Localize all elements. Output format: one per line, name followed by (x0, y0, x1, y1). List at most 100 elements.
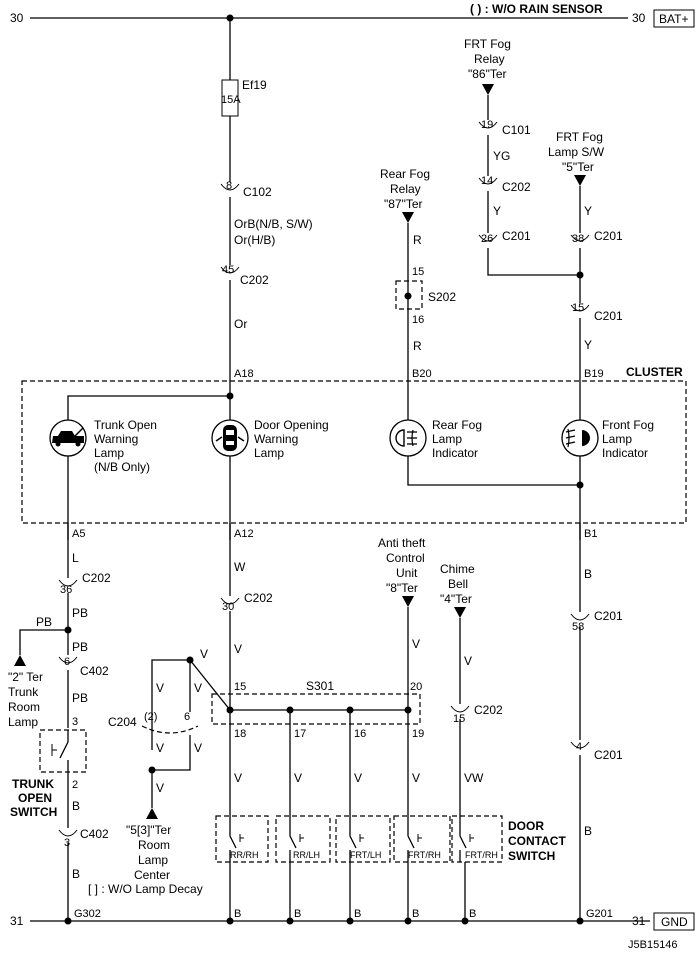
trunk-room-lamp-4: Lamp (8, 715, 38, 729)
lamp-decay-note: [ ] : W/O Lamp Decay (88, 882, 203, 896)
trunk-room-lamp-wire (19, 629, 68, 655)
front-fog-label-1: Front Fog (602, 418, 654, 432)
ground-wire-b-1: B (234, 908, 241, 920)
c204-wire-v-2: V (194, 681, 202, 695)
splice-s202-dot (404, 292, 412, 300)
s301-pin-16: 16 (354, 728, 366, 740)
trunk-lamp-label-2: Warning (94, 432, 138, 446)
room-lamp-loop-wire (151, 659, 231, 750)
door-contact-switch-3 (335, 815, 391, 863)
door-lamp-label-1: Door Opening (254, 418, 329, 432)
trunk-wire-pb-1: PB (72, 606, 88, 620)
cluster-pin-a5: A5 (72, 528, 85, 540)
cluster-pin-a12: A12 (234, 528, 254, 540)
c201-4-pin: 4 (576, 741, 582, 753)
ground-g302-label: G302 (74, 908, 101, 920)
trunk-wire-b2: B (72, 867, 80, 881)
wire-orb-line1: OrB(N/B, S/W) (234, 217, 313, 231)
trunk-room-lamp-3: Room (8, 700, 40, 714)
c201-58-pin: 58 (572, 621, 584, 633)
c204-bottom-wire (152, 735, 191, 771)
c204-wire-v-top: V (200, 647, 208, 661)
c204-wire-v-5: V (156, 781, 164, 795)
trunk-switch-title-2: OPEN (18, 791, 52, 805)
bat-bus-left-number: 30 (10, 11, 24, 25)
c202-14-pin: 14 (481, 175, 493, 187)
chime-wire-v: V (464, 654, 472, 668)
door-contact-switch-4 (393, 815, 451, 863)
door-switch-label-1: RR/RH (230, 850, 259, 860)
door-opening-warning-lamp (211, 419, 249, 457)
chime-arrow (454, 607, 466, 618)
connector-c402-6-arc (58, 656, 78, 664)
c202-30-pin: 30 (222, 601, 234, 613)
trunk-wire-b: B (72, 799, 80, 813)
frt-fog-relay-arrow (482, 84, 494, 95)
cluster-box (21, 380, 687, 524)
door-contact-switch-2 (275, 815, 331, 863)
bat-bus-right-number: 30 (632, 11, 646, 25)
s301-pin-18: 18 (234, 728, 246, 740)
c101-pin: 19 (481, 119, 493, 131)
ground-wire-b-4: B (412, 908, 419, 920)
c202-15-pin: 15 (453, 713, 465, 725)
anti-theft-1: Anti theft (378, 536, 426, 550)
fuse-name: Ef19 (242, 78, 267, 92)
c204-label: C204 (108, 715, 137, 729)
frt-fog-sw-wire-y2: Y (584, 338, 592, 352)
rear-fog-relay-1: Rear Fog (380, 167, 430, 181)
cluster-a18-to-trunk-lamp (67, 395, 230, 420)
trunk-switch-pin-2: 2 (72, 779, 78, 791)
front-fog-label-2: Lamp (602, 432, 632, 446)
car-trunk-icon (52, 427, 84, 447)
connector-c402-3-arc (58, 829, 78, 837)
door-switch-label-3: FRT/LH (350, 850, 381, 860)
door-lamp-label-3: Lamp (254, 446, 284, 460)
splice-s202-label: S202 (428, 290, 456, 304)
anti-theft-3: Unit (396, 566, 418, 580)
s301-wire-v-3: V (354, 771, 362, 785)
c201-58-label: C201 (594, 609, 623, 623)
rear-fog-wire-color-2: R (413, 339, 422, 353)
trunk-switch-contact (51, 730, 69, 772)
door-wire-w: W (234, 560, 246, 574)
ground-wire-b-5: B (469, 908, 476, 920)
cluster-b1-junction (576, 481, 584, 489)
connector-c202-14-arc (478, 177, 498, 185)
trunk-switch-title-3: SWITCH (10, 805, 57, 819)
trunk-switch-box (39, 729, 87, 773)
anti-theft-4: "8"Ter (386, 581, 418, 595)
anti-theft-arrow (402, 596, 414, 607)
ground-wire-b-3: B (354, 908, 361, 920)
front-fog-lamp-indicator (561, 419, 599, 457)
trunk-wire-pb-3: PB (72, 691, 88, 705)
c202-36-label: C202 (82, 571, 111, 585)
cluster-pin-b20: B20 (412, 368, 432, 380)
trunk-switch-title-1: TRUNK (12, 777, 54, 791)
cluster-pin-b19: B19 (584, 368, 604, 380)
connector-c202-30-arc (220, 597, 240, 605)
rain-sensor-note: ( ) : W/O RAIN SENSOR (470, 2, 603, 16)
rear-fog-relay-arrow (402, 212, 414, 223)
rear-fog-label-2: Lamp (432, 432, 462, 446)
s301-wire-v-2: V (294, 771, 302, 785)
door-switch-title-3: SWITCH (508, 849, 555, 863)
c202-36-pin: 36 (60, 584, 72, 596)
connector-c202-45-arc (220, 266, 240, 274)
connector-c202-15-arc (450, 705, 470, 713)
splice-s202-box (395, 280, 423, 310)
rear-fog-relay-3: "87"Ter (384, 197, 423, 211)
c204-pin-6: 6 (184, 711, 190, 723)
c202-45-label: C202 (240, 273, 269, 287)
b1-wire-b: B (584, 567, 592, 581)
fuse-rating: 15A (221, 94, 241, 106)
front-fog-label-3: Indicator (602, 446, 648, 460)
trunk-lamp-label-1: Trunk Open (94, 418, 157, 432)
c201-26-label: C201 (502, 229, 531, 243)
cluster-title: CLUSTER (626, 365, 683, 379)
connector-c202-36-arc (58, 579, 78, 587)
anti-theft-2: Control (386, 551, 425, 565)
connector-c102-arc (220, 183, 240, 191)
connector-c101-arc (478, 121, 498, 129)
rear-fog-label-1: Rear Fog (432, 418, 482, 432)
